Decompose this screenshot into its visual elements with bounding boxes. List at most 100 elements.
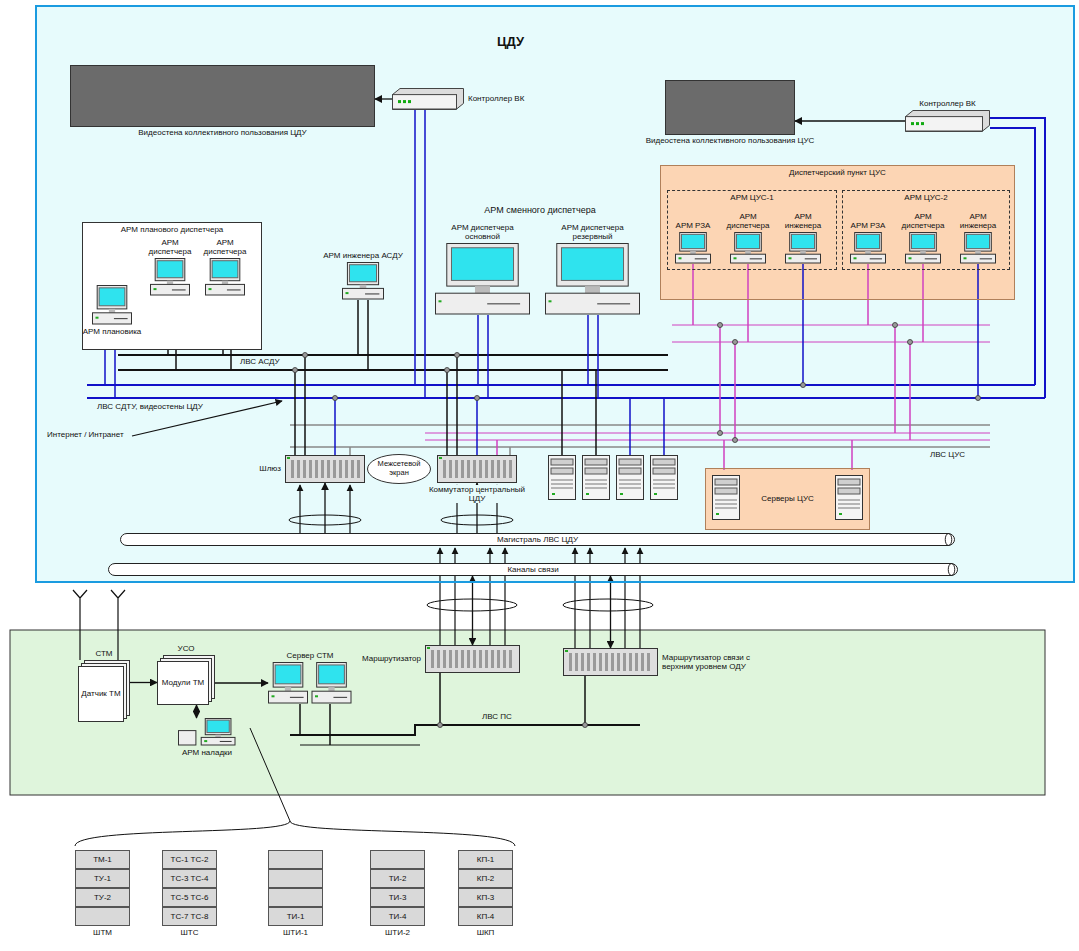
drop-wire bbox=[587, 315, 589, 385]
drop-wire bbox=[723, 440, 725, 470]
node-label: Коммутатор центральный ЦДУ bbox=[422, 485, 532, 503]
firewall-oval: Межсетевой экран bbox=[367, 454, 431, 484]
drop-wire bbox=[692, 264, 694, 325]
workstation: АРМ диспетчера основной bbox=[435, 243, 530, 315]
bus-line bbox=[425, 433, 990, 434]
workstation bbox=[786, 233, 821, 264]
workstation: АРМ РЗА bbox=[850, 232, 886, 264]
cabinet-column bbox=[76, 870, 130, 888]
workstation bbox=[157, 261, 183, 278]
bracket bbox=[75, 728, 515, 846]
node-label: КП-3 bbox=[458, 888, 513, 907]
workstation bbox=[365, 293, 379, 294]
workstation bbox=[791, 234, 814, 248]
workstation bbox=[910, 233, 937, 252]
network-rack bbox=[286, 456, 365, 483]
workstation bbox=[856, 234, 879, 248]
network-rack bbox=[431, 650, 434, 668]
node-label: ТС-3 ТС-4 bbox=[162, 869, 217, 888]
workstation bbox=[870, 258, 882, 259]
cabinet-column bbox=[459, 908, 513, 926]
drop-wire bbox=[629, 398, 631, 455]
network-rack bbox=[491, 460, 494, 478]
junction-dot bbox=[583, 723, 588, 728]
workstation bbox=[227, 289, 241, 290]
link-arrow bbox=[132, 401, 640, 648]
network-rack bbox=[479, 650, 482, 668]
workstation bbox=[851, 233, 886, 264]
workstation bbox=[965, 233, 992, 252]
workstation bbox=[785, 232, 821, 264]
network-rack bbox=[564, 649, 658, 676]
cabinet-column bbox=[371, 908, 425, 926]
cabinet-column bbox=[371, 851, 425, 869]
network-rack bbox=[509, 460, 512, 478]
bus-line bbox=[87, 397, 1045, 399]
link-arrow bbox=[299, 485, 300, 533]
workstation bbox=[851, 254, 886, 263]
cabinet-column bbox=[76, 851, 130, 869]
region-ground bbox=[660, 165, 1015, 300]
bus-label: ЛВС ПС bbox=[480, 712, 514, 721]
network-pipe bbox=[948, 564, 955, 576]
group-box: АРМ диспетчера основнойАРМ диспетчера ре… bbox=[425, 203, 655, 320]
cabinet-column bbox=[371, 870, 425, 888]
server-pair bbox=[290, 697, 304, 698]
server-unit bbox=[617, 456, 644, 500]
cabinet-column bbox=[459, 889, 513, 907]
network-rack bbox=[351, 460, 354, 478]
network-rack bbox=[443, 650, 446, 668]
bus-line bbox=[87, 384, 1035, 386]
bus-line bbox=[87, 118, 1045, 745]
network-rack bbox=[509, 650, 512, 668]
network-rack bbox=[437, 455, 517, 483]
workstation bbox=[855, 233, 882, 252]
workstation bbox=[99, 288, 125, 306]
node-label: АРМ РЗА bbox=[843, 221, 893, 230]
drop-wire bbox=[595, 370, 597, 455]
cabinet-column bbox=[76, 908, 130, 926]
server-pair bbox=[317, 663, 347, 688]
workstation bbox=[343, 288, 384, 299]
network-rack bbox=[461, 650, 464, 668]
junction-dot bbox=[908, 340, 913, 345]
workstation bbox=[790, 233, 817, 252]
cabinet-column bbox=[371, 851, 425, 926]
workstation: АРМ диспетчера bbox=[205, 258, 245, 296]
server-unit bbox=[651, 456, 678, 500]
device-stack bbox=[79, 667, 124, 722]
drop-wire bbox=[851, 440, 853, 470]
node-label: АРМ диспетчера bbox=[898, 212, 948, 230]
network-rack bbox=[455, 460, 458, 478]
cabinet-column: ТИ-2ТИ-3ТИ-4ШТИ-2 bbox=[370, 850, 425, 926]
group-box: АРМ РЗААРМ диспетчераАРМ инженераАРМ ЦУС… bbox=[660, 165, 1015, 300]
connector bbox=[472, 576, 473, 645]
cabinet-column: ТИ-1ШТИ-1 bbox=[268, 850, 323, 926]
group-ellipse bbox=[563, 599, 653, 611]
network-rack bbox=[569, 653, 572, 671]
drop-wire bbox=[414, 110, 416, 385]
node-label: Модули ТМ bbox=[159, 678, 207, 687]
server-pair bbox=[273, 663, 303, 688]
junction-dot bbox=[293, 323, 981, 728]
drop-wire bbox=[747, 264, 749, 342]
video-wall: Видеостена коллективного пользования ЦДУ bbox=[70, 65, 375, 127]
server-pair bbox=[328, 687, 334, 691]
network-rack bbox=[641, 653, 644, 671]
drop-wire bbox=[230, 350, 232, 370]
server-pair bbox=[315, 695, 318, 697]
network-rack bbox=[287, 457, 290, 459]
junction-dot bbox=[293, 368, 298, 373]
network-rack bbox=[563, 648, 658, 676]
bus-label: ЛВС СДТУ, видеостены ЦДУ bbox=[95, 402, 205, 411]
network-rack bbox=[286, 456, 365, 483]
server-pair bbox=[312, 691, 351, 703]
drop-wire bbox=[909, 342, 911, 440]
controller-device bbox=[403, 100, 406, 103]
junction-dot bbox=[333, 396, 338, 401]
workstation bbox=[750, 258, 762, 259]
server-pair bbox=[333, 697, 347, 698]
workstation bbox=[172, 289, 186, 290]
node-label: Сервер СТМ bbox=[286, 651, 333, 660]
